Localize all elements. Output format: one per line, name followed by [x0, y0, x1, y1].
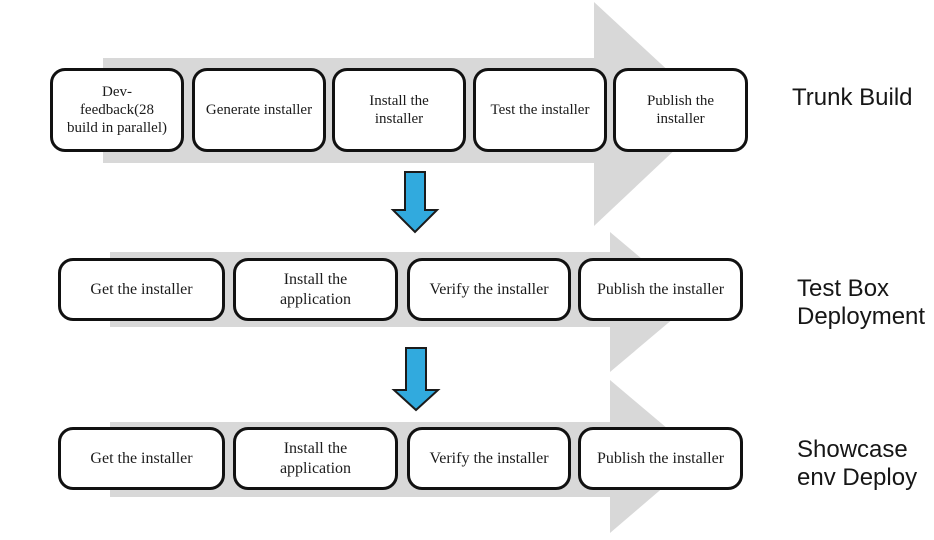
step-label: Publish the installer: [646, 93, 715, 127]
row-label-showcase-env-deploy: Showcase env Deploy: [797, 436, 917, 492]
row-label-test-box-deployment: Test Box Deployment: [797, 275, 925, 331]
step-box-generate-installer: Generate installer: [192, 68, 326, 152]
step-box-install-application-testbox: Install the application: [233, 258, 398, 321]
step-box-publish-installer-trunk: Publish the installer: [613, 68, 748, 152]
step-box-verify-installer-testbox: Verify the installer: [407, 258, 571, 321]
row-label-line: Deployment: [797, 303, 926, 330]
step-label: Publish the installer: [596, 449, 725, 467]
step-label: Install the installer: [369, 93, 429, 127]
step-label: Publish the installer: [596, 280, 725, 298]
step-box-install-installer: Install the installer: [332, 68, 466, 152]
row-label-line: Test Box: [797, 275, 890, 302]
step-label: Verify the installer: [429, 280, 549, 298]
step-box-dev-feedback: Dev-feedback(28 build in parallel): [50, 68, 184, 152]
step-box-get-installer-showcase: Get the installer: [58, 427, 225, 490]
step-box-publish-installer-testbox: Publish the installer: [578, 258, 743, 321]
row-label-line: Trunk Build: [792, 84, 913, 111]
step-label: Get the installer: [90, 449, 193, 467]
row-label-trunk-build: Trunk Build: [792, 84, 913, 112]
step-box-get-installer-testbox: Get the installer: [58, 258, 225, 321]
process-arrow-showcase: [110, 380, 700, 533]
step-label: Generate installer: [205, 102, 313, 118]
row-label-line: Showcase: [797, 436, 908, 463]
step-label: Test the installer: [490, 102, 590, 118]
row-label-line: env Deploy: [797, 464, 918, 491]
down-arrow-2-icon: [391, 347, 441, 412]
step-label: Dev-feedback(28 build in parallel): [67, 84, 167, 136]
step-label: Verify the installer: [429, 449, 549, 467]
step-box-verify-installer-showcase: Verify the installer: [407, 427, 571, 490]
step-box-install-application-showcase: Install the application: [233, 427, 398, 490]
step-box-test-installer: Test the installer: [473, 68, 607, 152]
step-label: Install the application: [279, 271, 352, 308]
down-arrow-1-icon: [390, 171, 440, 234]
step-label: Install the application: [279, 440, 352, 477]
step-label: Get the installer: [90, 280, 193, 298]
step-box-publish-installer-showcase: Publish the installer: [578, 427, 743, 490]
